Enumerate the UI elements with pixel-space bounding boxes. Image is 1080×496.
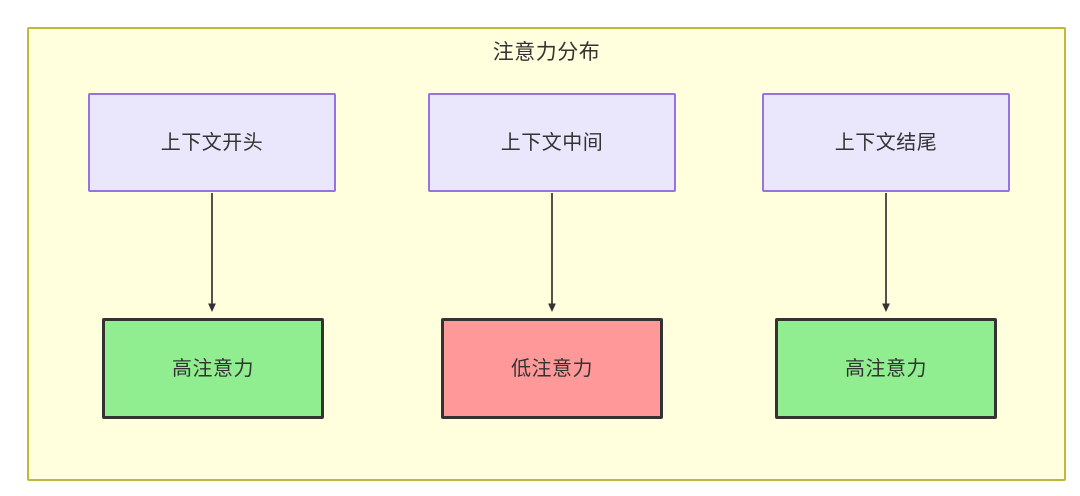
node-context-end[interactable]: 上下文结尾 (762, 93, 1010, 192)
node-attention-end-high[interactable]: 高注意力 (775, 318, 997, 419)
subgraph-title: 注意力分布 (492, 41, 601, 64)
node-context-start[interactable]: 上下文开头 (88, 93, 336, 192)
node-attention-middle-low[interactable]: 低注意力 (441, 318, 663, 419)
node-attention-start-high[interactable]: 高注意力 (102, 318, 324, 419)
node-context-middle[interactable]: 上下文中间 (428, 93, 676, 192)
